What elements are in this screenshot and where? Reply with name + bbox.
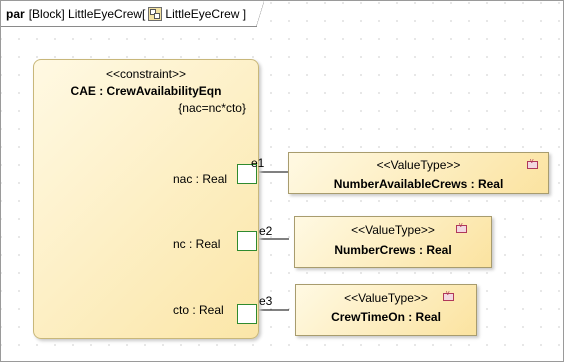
diagram-kind-keyword: par (6, 6, 25, 21)
value-type-icon (443, 290, 454, 301)
value-type-stereotype: <<ValueType>> (376, 158, 461, 172)
value-type-block-number-crews[interactable]: <<ValueType>> NumberCrews : Real (294, 216, 492, 268)
diagram-header-text: [Block] LittleEyeCrew[ (28, 6, 146, 21)
connector-label-e2: e2 (259, 224, 273, 238)
param-port-nac[interactable] (237, 164, 257, 184)
constraint-expression: {nac=nc*cto} (178, 101, 246, 115)
param-label-nac: nac : Real (173, 172, 228, 186)
constraint-block[interactable]: <<constraint>> CAE : CrewAvailabilityEqn… (33, 59, 259, 339)
value-type-icon (527, 158, 538, 169)
value-type-name: NumberCrews : Real (334, 243, 452, 257)
value-type-block-number-available-crews[interactable]: <<ValueType>> NumberAvailableCrews : Rea… (288, 152, 549, 194)
param-label-cto: cto : Real (173, 303, 224, 317)
value-type-name: CrewTimeOn : Real (331, 310, 441, 324)
value-type-name: NumberAvailableCrews : Real (333, 177, 504, 191)
value-type-block-crew-time-on[interactable]: <<ValueType>> CrewTimeOn : Real (295, 284, 477, 336)
param-port-nc[interactable] (237, 231, 257, 251)
diagram-frame-header: par [Block] LittleEyeCrew[ LittleEyeCrew… (1, 1, 265, 27)
connector-label-e1: e1 (251, 156, 265, 170)
param-port-cto[interactable] (237, 304, 257, 324)
connector-label-e3: e3 (259, 294, 273, 308)
value-type-stereotype: <<ValueType>> (344, 291, 428, 305)
param-label-nc: nc : Real (173, 237, 221, 251)
block-icon (148, 6, 163, 21)
constraint-name: CAE : CrewAvailabilityEqn (70, 84, 222, 98)
value-type-icon (456, 222, 467, 233)
value-type-stereotype: <<ValueType>> (351, 223, 435, 237)
diagram-block-name: LittleEyeCrew ] (165, 6, 247, 21)
constraint-stereotype: <<constraint>> (105, 67, 187, 81)
